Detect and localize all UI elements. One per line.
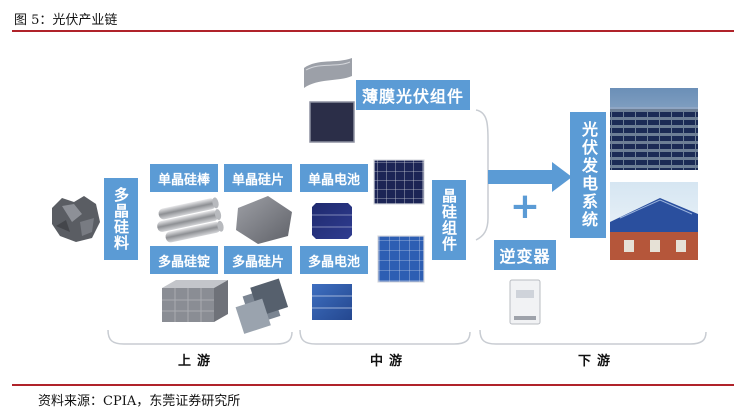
mono-wafer-photo <box>236 196 292 244</box>
upstream-label: 上游 <box>178 354 217 369</box>
mono-wafer-box: 单晶硅片 <box>224 164 292 192</box>
crystal-module-box: 晶硅组件 <box>432 180 466 260</box>
raw-material-box: 多晶硅料 <box>104 178 138 260</box>
poly-ingot-box: 多晶硅锭 <box>150 246 218 274</box>
polysilicon-rock-photo <box>52 196 100 242</box>
header-rule <box>12 30 734 32</box>
footer-rule <box>12 384 734 386</box>
mono-cell-photo <box>312 203 352 239</box>
poly-cell-photo <box>312 284 352 320</box>
poly-ingot-photo <box>162 280 228 322</box>
thin-film-panel-photo <box>309 101 355 143</box>
poly-wafer-photo <box>235 278 289 334</box>
mono-cell-box: 单晶电池 <box>300 164 368 192</box>
crystal-module-photos <box>373 159 425 283</box>
figure-title: 图 5：光伏产业链 <box>14 13 118 28</box>
mono-ingot-photo <box>157 197 224 243</box>
rooftop-pv-photo <box>610 182 698 260</box>
downstream-arrow <box>488 162 572 192</box>
solar-farm-photo <box>610 88 698 170</box>
plus-sign: + <box>509 186 541 227</box>
upstream-bracket <box>107 329 293 345</box>
midstream-bracket <box>299 329 471 345</box>
inverter-box: 逆变器 <box>494 240 556 270</box>
poly-cell-box: 多晶电池 <box>300 246 368 274</box>
poly-wafer-box: 多晶硅片 <box>224 246 292 274</box>
module-bracket <box>475 109 489 241</box>
thin-film-module-box: 薄膜光伏组件 <box>356 80 470 110</box>
downstream-bracket <box>479 329 707 345</box>
source-note: 资料来源：CPIA，东莞证券研究所 <box>38 394 241 409</box>
downstream-label: 下游 <box>578 354 617 369</box>
midstream-label: 中游 <box>370 354 409 369</box>
thin-film-flexible-photo <box>304 58 352 88</box>
mono-rod-box: 单晶硅棒 <box>150 164 218 192</box>
inverter-photo <box>509 279 541 325</box>
pv-generation-box: 光伏发电系统 <box>570 112 606 238</box>
